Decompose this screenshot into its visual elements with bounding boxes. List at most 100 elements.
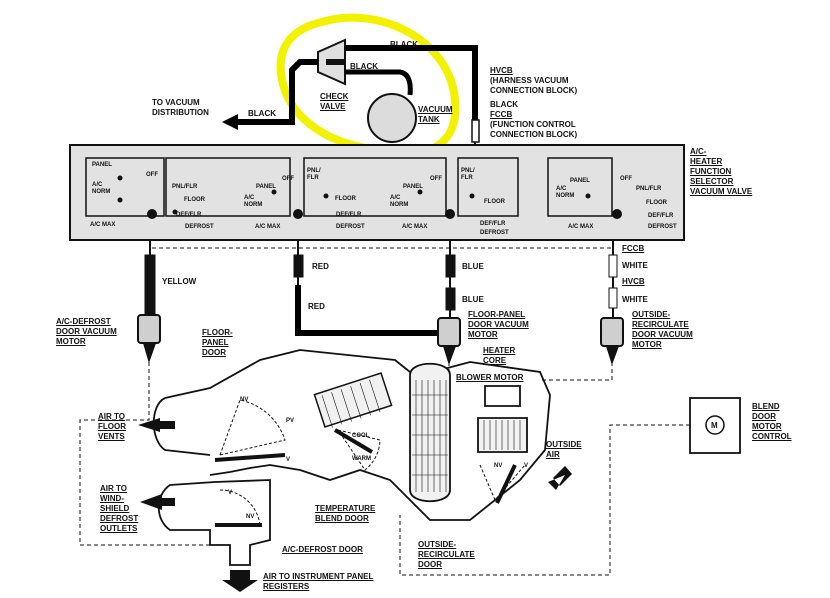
blend-motor-symbol: [705, 415, 725, 435]
mode-defrost-3: DEFROST: [480, 230, 509, 236]
tubes: [144, 240, 618, 336]
defrost-v-label: V: [228, 490, 233, 496]
mode-defrost-2: DEFROST: [336, 224, 365, 230]
black-line-top-label: BLACK: [390, 40, 418, 49]
black-line-inner-label: BLACK: [350, 62, 378, 71]
ac-defrost-door-label: A/C-DEFROST DOOR: [282, 545, 363, 554]
to-distribution-arrow: [222, 114, 238, 130]
mode-ac-max-3: A/C MAX: [402, 224, 428, 230]
white-line-upper-label: WHITE: [622, 261, 648, 270]
cool-label: COOL: [352, 433, 370, 439]
hvcb-desc-label: (HARNESS VACUUM CONNECTION BLOCK): [490, 76, 578, 95]
mode-panel-3: PANEL: [403, 184, 423, 190]
black-line-distribution-label: BLACK: [248, 109, 276, 118]
mode-ac-norm-3: A/C NORM: [390, 195, 409, 208]
red-tube-lower: [295, 285, 440, 336]
ac-defrost-motor: [137, 314, 161, 344]
mode-panel-4: PANEL: [570, 178, 590, 184]
fccb-code-label: FCCB: [490, 110, 513, 119]
red-line-upper-label: RED: [312, 262, 329, 271]
recirc-door-blade: [495, 464, 517, 504]
duct-outer: [164, 349, 551, 521]
outside-air-arrow: [548, 466, 572, 490]
outside-recirc-motor-label: OUTSIDE- RECIRCULATE DOOR VACUUM MOTOR: [632, 310, 693, 349]
mode-ac-norm-1: A/C NORM: [92, 182, 111, 195]
to-vacuum-distribution-label: TO VACUUM DISTRIBUTION: [152, 98, 209, 117]
mode-floor-1: FLOOR: [184, 197, 205, 203]
door-nv-label: NV: [240, 397, 249, 403]
blend-door-motor-control-label: BLEND DOOR MOTOR CONTROL: [752, 402, 792, 441]
selector-valve-panel: [69, 144, 685, 241]
outside-recirc-motor: [600, 317, 624, 347]
airflow-arrows: [138, 418, 572, 592]
blue-line-lower-label: BLUE: [462, 295, 484, 304]
selector-sections: [85, 157, 613, 217]
mode-off-4: OFF: [620, 176, 632, 182]
defrost-door-swing: [219, 489, 261, 526]
blend-door-motor-box: [689, 397, 741, 454]
mode-defrost-4: DEFROST: [648, 224, 677, 230]
defrost-nv-label: NV: [246, 514, 255, 520]
evaporator-grid: [313, 372, 393, 428]
fccb-desc-label: (FUNCTION CONTROL CONNECTION BLOCK): [490, 120, 578, 139]
vacuum-motors: [137, 314, 624, 366]
selector-valve-label: A/C- HEATER FUNCTION SELECTOR VACUUM VAL…: [690, 147, 753, 196]
vacuum-tank-label: VACUUM TANK: [418, 105, 453, 124]
mode-pnl-flr-3: PNL/ FLR: [461, 168, 475, 181]
door-v-label: V: [286, 457, 291, 463]
selector-port-dots: [117, 175, 622, 219]
blue-tube-lower: [445, 287, 456, 311]
recirc-v-label: V: [524, 463, 529, 469]
mode-ac-max-4: A/C MAX: [568, 224, 594, 230]
white-tube-upper: [608, 254, 618, 278]
fccb-right-label: FCCB: [622, 244, 645, 253]
mode-def-flr-1: DEF/FLR: [176, 212, 202, 218]
mode-panel-2: PANEL: [256, 184, 276, 190]
check-valve-label: CHECK VALVE: [320, 92, 349, 111]
mode-panel-1: PANEL: [92, 162, 112, 168]
blower-grid: [483, 420, 521, 450]
instrument-panel-arrow: [222, 570, 258, 592]
hvcb-right-label: HVCB: [622, 277, 645, 286]
motor-symbol-label: M: [711, 421, 718, 430]
recirc-door-swing: [479, 464, 526, 501]
mode-def-flr-2: DEF/FLR: [336, 212, 362, 218]
blue-tube-upper: [445, 254, 456, 278]
white-tube-lower: [608, 287, 618, 309]
mode-floor-4: FLOOR: [646, 200, 667, 206]
hvcb-connector-top: [471, 119, 480, 143]
blue-line-upper-label: BLUE: [462, 262, 484, 271]
blower-cage: [477, 417, 528, 453]
mode-defrost-1: DEFROST: [185, 224, 214, 230]
mode-def-flr-4: DEF/FLR: [648, 213, 674, 219]
floor-panel-motor-label: FLOOR-PANEL DOOR VACUUM MOTOR: [468, 310, 529, 339]
selector-section-5: [547, 157, 613, 217]
red-tube-connector: [293, 254, 304, 278]
hvcb-code-label: HVCB: [490, 66, 513, 75]
blend-door-blade: [333, 428, 374, 454]
air-to-instrument-panel-label: AIR TO INSTRUMENT PANEL REGISTERS: [263, 572, 374, 591]
selector-section-3: [303, 157, 447, 217]
blower-motor-box: [484, 385, 521, 407]
mode-off-2: OFF: [282, 176, 294, 182]
mode-def-flr-3: DEF/FLR: [480, 221, 506, 227]
temperature-blend-door-label: TEMPERATURE BLEND DOOR: [315, 504, 376, 523]
outside-air-label: OUTSIDE AIR: [546, 440, 582, 459]
air-to-floor-vents-label: AIR TO FLOOR VENTS: [98, 412, 126, 441]
windshield-arrow: [140, 494, 175, 510]
selector-section-1: [85, 157, 165, 217]
selector-section-4: [457, 157, 519, 217]
floor-panel-door-label: FLOOR- PANEL DOOR: [202, 328, 233, 357]
duct-defrost-outlet: [157, 479, 271, 566]
mode-ac-max-1: A/C MAX: [90, 222, 116, 228]
blend-door-swing: [336, 429, 381, 471]
air-to-windshield-label: AIR TO WIND- SHIELD DEFROST OUTLETS: [100, 484, 139, 533]
mode-ac-max-2: A/C MAX: [255, 224, 281, 230]
mode-pnl-flr-2: PNL/ FLR: [307, 168, 321, 181]
heater-core-grid: [412, 380, 448, 492]
mode-floor-3: FLOOR: [484, 199, 505, 205]
yellow-tube: [144, 254, 156, 316]
black-line-top: [345, 45, 478, 140]
floor-panel-door-swing: [219, 399, 286, 456]
